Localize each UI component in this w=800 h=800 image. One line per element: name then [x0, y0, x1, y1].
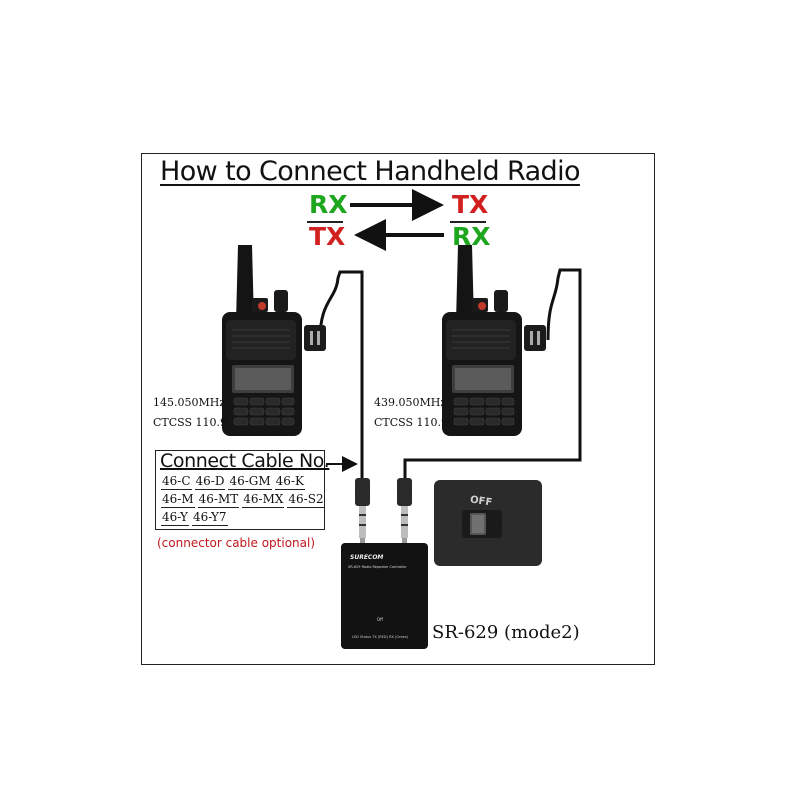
cable-item: 46-Y — [161, 510, 189, 526]
left-rx-label: RX — [309, 190, 348, 219]
right-radio-frequency: 439.050MHz — [374, 396, 447, 409]
right-radio-cable — [403, 268, 582, 478]
left-tx-label: TX — [309, 222, 346, 251]
cable-row: 46-C 46-D 46-GM 46-K — [161, 473, 326, 490]
right-rx-label: RX — [452, 222, 491, 251]
device-model-label: SR-629 (mode2) — [432, 622, 580, 643]
cable-item: 46-Y7 — [191, 510, 228, 526]
cable-item: 46-S2 — [287, 492, 325, 508]
left-audio-jack — [355, 478, 370, 544]
cable-row: 46-Y 46-Y7 — [161, 509, 326, 526]
device-brand-logo: SURECOM — [350, 554, 384, 561]
right-audio-jack — [397, 478, 412, 544]
device-led-labels: LED Status TX (RED) RX (Green) — [352, 635, 409, 639]
inset-switch-detail — [462, 510, 502, 538]
cable-item: 46-M — [161, 492, 195, 508]
left-fraction-bar — [307, 221, 343, 223]
connect-cable-box — [155, 450, 325, 530]
left-radio-ctcss: CTCSS 110.9 — [153, 416, 228, 429]
cable-item: 46-D — [194, 474, 226, 490]
connector-optional-note: (connector cable optional) — [157, 536, 316, 550]
right-radio-ctcss: CTCSS 110.9 — [374, 416, 449, 429]
cable-item: 46-MX — [242, 492, 285, 508]
right-fraction-bar — [450, 221, 486, 223]
device-switch-label: Off — [377, 617, 383, 622]
diagram-title: How to Connect Handheld Radio — [160, 156, 581, 187]
cable-row: 46-M 46-MT 46-MX 46-S2 — [161, 491, 326, 508]
connect-cable-list: 46-C 46-D 46-GM 46-K 46-M 46-MT 46-MX 46… — [161, 473, 326, 527]
left-radio-frequency: 145.050MHz — [153, 396, 226, 409]
right-handheld-radio — [442, 245, 546, 436]
cable-item: 46-MT — [197, 492, 240, 508]
left-handheld-radio — [222, 245, 326, 436]
sr629-device — [341, 543, 428, 649]
cable-item: 46-K — [274, 474, 305, 490]
left-radio-cable — [318, 270, 364, 478]
cable-item: 46-GM — [228, 474, 272, 490]
device-subtitle: SR-629 Radio Repeater Controller — [348, 565, 407, 569]
right-tx-label: TX — [452, 190, 489, 219]
connect-cable-heading: Connect Cable No. — [160, 450, 330, 472]
cable-item: 46-C — [161, 474, 192, 490]
